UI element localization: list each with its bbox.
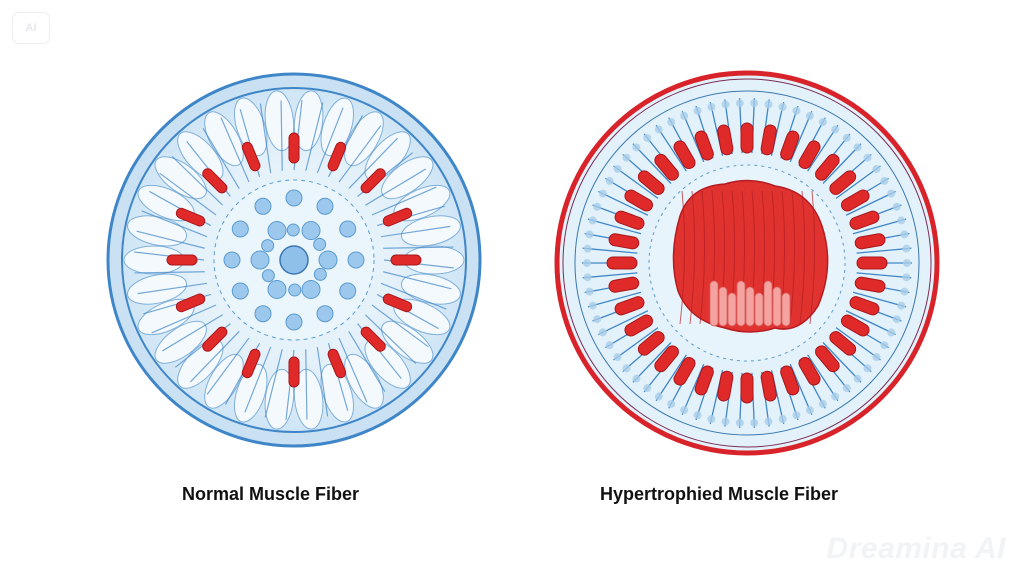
- hypertrophied-muscle-fiber-diagram: [550, 66, 944, 460]
- hypertrophied-fiber-illustration: [554, 70, 940, 456]
- ai-badge-text: AI: [25, 22, 37, 34]
- hypertrophied-fiber-label: Hypertrophied Muscle Fiber: [600, 484, 839, 504]
- normal-fiber-illustration: [106, 72, 482, 448]
- normal-muscle-fiber-diagram: [100, 66, 488, 454]
- normal-fiber-label: Normal Muscle Fiber: [182, 484, 360, 504]
- ai-badge-icon: AI: [12, 12, 50, 44]
- watermark: Dreamina AI: [826, 532, 1006, 565]
